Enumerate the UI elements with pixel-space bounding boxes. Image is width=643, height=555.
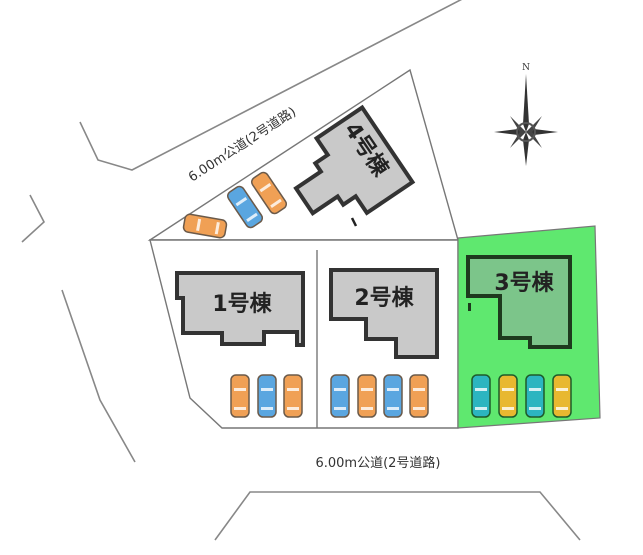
parking-cars [182,171,572,418]
road-edge [79,0,463,171]
road-edge [214,491,581,541]
road-edge [21,194,45,243]
building-1-label: 1号棟 [212,291,272,317]
car-icon [226,185,264,229]
car-icon [409,374,429,418]
car-icon [471,374,491,418]
car-icon [257,374,277,418]
car-icon [498,374,518,418]
car-icon [283,374,303,418]
entrance-mark [468,303,471,311]
car-icon [230,374,250,418]
car-icon [330,374,350,418]
building-2 [329,268,439,359]
car-icon [357,374,377,418]
building-3-label: 3号棟 [494,270,554,296]
car-icon [525,374,545,418]
car-icon [383,374,403,418]
lot-4 [147,68,459,241]
car-icon [552,374,572,418]
building-1 [175,271,305,347]
compass-north-label: N [522,63,530,73]
building-2-label: 2号棟 [354,285,414,311]
entrance-mark [350,217,358,227]
building-3 [466,255,572,349]
car-icon [182,213,228,239]
road-label-bottom: 6.00m公道(2号道路) [315,455,440,471]
compass-icon: N [494,63,558,166]
car-icon [250,171,288,215]
road-edge [61,289,136,463]
